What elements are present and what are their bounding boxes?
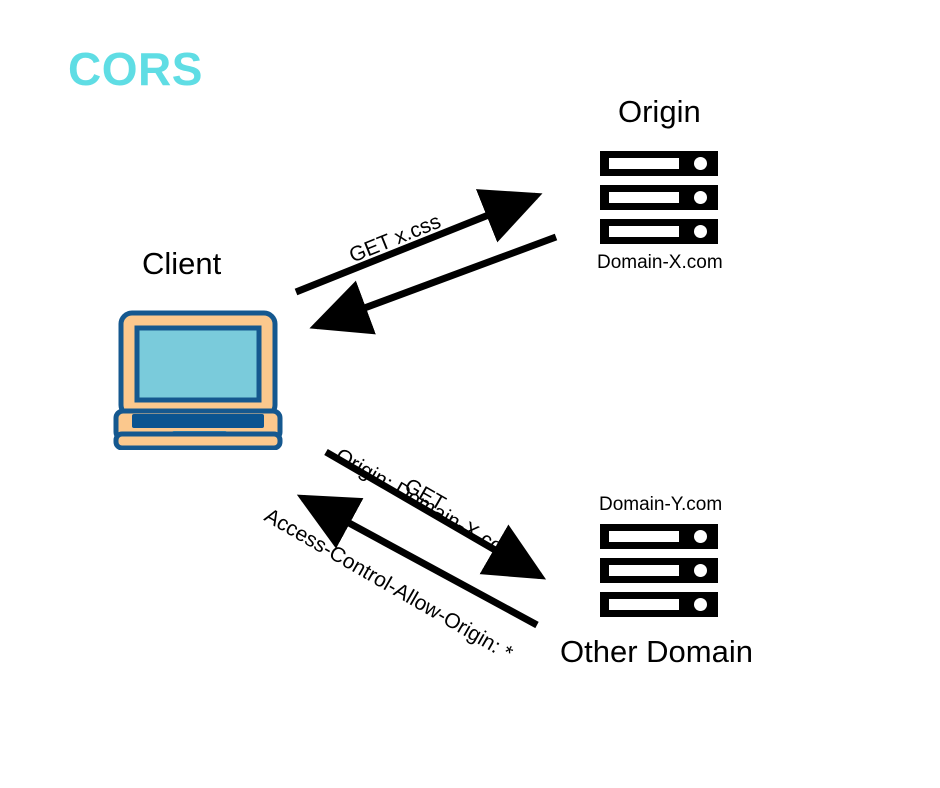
client-label: Client — [142, 246, 222, 281]
server-slot — [609, 565, 679, 576]
server-slot — [609, 226, 679, 237]
arrow-request-cross-origin — [324, 448, 547, 580]
server-unit — [600, 592, 718, 617]
server-led-icon — [694, 530, 707, 543]
server-stack-other-icon — [600, 524, 718, 617]
server-slot — [609, 192, 679, 203]
server-stack-origin-icon — [600, 151, 718, 244]
server-unit — [600, 185, 718, 210]
server-led-icon — [694, 225, 707, 238]
server-led-icon — [694, 598, 707, 611]
origin-heading: Origin — [618, 94, 701, 129]
origin-domain-label: Domain-X.com — [597, 252, 723, 273]
laptop-icon — [112, 310, 284, 451]
server-slot — [609, 599, 679, 610]
page-title: CORS — [68, 43, 203, 95]
server-unit — [600, 558, 718, 583]
other-domain-heading: Other Domain — [560, 634, 753, 669]
server-slot — [609, 531, 679, 542]
arrow-response-cross-origin — [296, 494, 539, 629]
server-slot — [609, 158, 679, 169]
server-unit — [600, 524, 718, 549]
arrow-response-x-css — [309, 233, 558, 335]
server-led-icon — [694, 191, 707, 204]
server-led-icon — [694, 564, 707, 577]
other-domain-domain-label: Domain-Y.com — [599, 494, 723, 515]
server-unit — [600, 219, 718, 244]
server-unit — [600, 151, 718, 176]
arrow-request-x-css — [294, 189, 543, 296]
server-led-icon — [694, 157, 707, 170]
